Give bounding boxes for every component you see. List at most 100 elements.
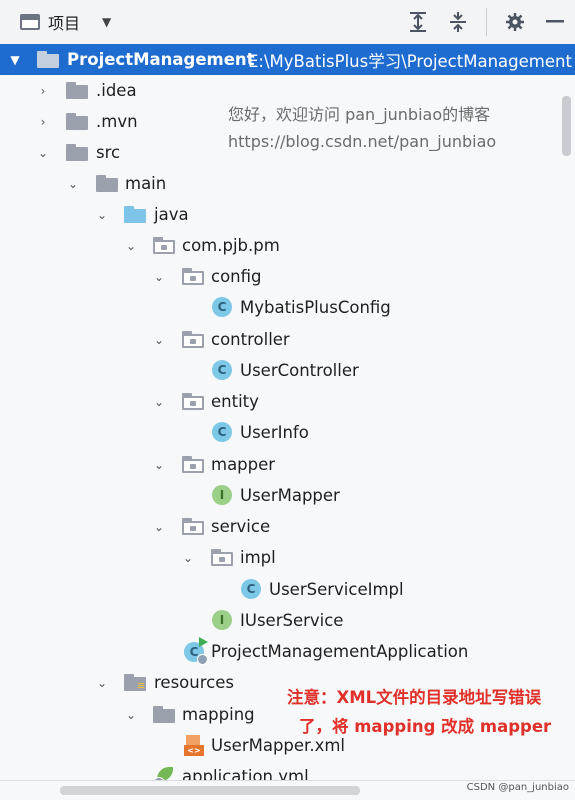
chevron-down-icon[interactable]: ⌄ [153, 332, 165, 347]
class-icon: C [212, 360, 232, 380]
gear-icon[interactable] [503, 8, 527, 36]
tree-node-service[interactable]: ⌄ service [0, 511, 575, 542]
module-folder-icon [37, 50, 59, 68]
toolbar-title: 项目 [48, 14, 81, 33]
expand-all-icon[interactable] [406, 8, 430, 36]
node-label: mapper [211, 455, 276, 474]
chevron-down-icon[interactable]: ⌄ [67, 176, 79, 191]
package-icon [182, 267, 204, 285]
node-label: MybatisPlusConfig [240, 298, 391, 317]
tree-node-resources[interactable]: ⌄ resources [0, 667, 575, 698]
node-label: controller [211, 330, 290, 349]
note-line-1: 注意：XML文件的目录地址写错误 [287, 688, 542, 707]
tree-node-user-info[interactable]: C UserInfo [0, 417, 575, 448]
node-label: UserController [240, 361, 359, 380]
spring-application-icon: C [184, 637, 208, 665]
tree-node-java[interactable]: ⌄ java [0, 199, 575, 230]
node-label: UserServiceImpl [269, 580, 404, 599]
package-icon [182, 330, 204, 348]
error-note: 注意：XML文件的目录地址写错误 了，将 mapping 改成 mapper [287, 683, 551, 741]
watermark-line-1: 您好，欢迎访问 pan_junbiao的博客 [228, 105, 491, 124]
chevron-down-icon[interactable]: ⌄ [125, 707, 137, 722]
node-label: config [211, 267, 262, 286]
tree-node-mvn[interactable]: › .mvn [0, 106, 575, 137]
scrollbar-thumb[interactable] [562, 96, 571, 156]
window-icon [20, 14, 40, 30]
node-label: IUserService [240, 611, 344, 630]
chevron-down-icon[interactable]: ⌄ [125, 238, 137, 253]
toolbar-divider [486, 8, 487, 36]
node-label: UserMapper.xml [211, 736, 345, 755]
minimize-icon[interactable] [543, 8, 567, 36]
tree-node-user-controller[interactable]: C UserController [0, 355, 575, 386]
tree-node-src[interactable]: ⌄ src [0, 137, 575, 168]
node-label: service [211, 517, 271, 536]
interface-icon: I [212, 610, 232, 630]
tree-node-main[interactable]: ⌄ main [0, 168, 575, 199]
collapse-all-icon[interactable] [446, 8, 470, 36]
package-icon [153, 236, 175, 254]
tree-node-mapping[interactable]: ⌄ mapping [0, 699, 575, 730]
project-toolbar: 项目 ▼ [0, 0, 575, 45]
node-label: resources [154, 673, 234, 692]
scrollbar-thumb[interactable] [60, 786, 360, 795]
node-label: src [96, 143, 121, 162]
chevron-right-icon[interactable]: › [40, 83, 46, 98]
chevron-down-icon[interactable]: ⌄ [153, 457, 165, 472]
package-icon [211, 548, 233, 566]
tree-node-user-service-impl[interactable]: C UserServiceImpl [0, 574, 575, 605]
tree-node-controller[interactable]: ⌄ controller [0, 324, 575, 355]
node-label: main [125, 174, 167, 193]
folder-icon [66, 112, 88, 130]
root-name: ProjectManagement [67, 50, 255, 69]
node-label: java [154, 205, 189, 224]
tree-node-entity[interactable]: ⌄ entity [0, 386, 575, 417]
vertical-scrollbar[interactable] [557, 96, 573, 156]
node-label: ProjectManagementApplication [211, 642, 469, 661]
tree-node-config[interactable]: ⌄ config [0, 261, 575, 292]
tree-node-impl[interactable]: ⌄ impl [0, 542, 575, 573]
package-icon [182, 455, 204, 473]
project-view-selector[interactable]: 项目 ▼ [20, 10, 111, 34]
node-label: entity [211, 392, 259, 411]
folder-icon [66, 81, 88, 99]
class-icon: C [241, 579, 261, 599]
tree-node-mapper[interactable]: ⌄ mapper [0, 449, 575, 480]
tree-node-idea[interactable]: › .idea [0, 75, 575, 106]
node-label: UserInfo [240, 423, 309, 442]
tree-node-mybatis-config[interactable]: C MybatisPlusConfig [0, 292, 575, 323]
source-folder-icon [124, 205, 146, 223]
node-label: impl [240, 548, 276, 567]
tree-node-application-class[interactable]: C ProjectManagementApplication [0, 636, 575, 667]
chevron-down-icon[interactable]: ⌄ [96, 675, 108, 690]
chevron-down-icon[interactable]: ⌄ [153, 394, 165, 409]
node-label: .idea [96, 81, 137, 100]
class-icon: C [212, 422, 232, 442]
tree-node-iuser-service[interactable]: I IUserService [0, 605, 575, 636]
dropdown-icon[interactable]: ▼ [102, 15, 112, 29]
folder-icon [153, 705, 175, 723]
tree-node-root[interactable]: ▼ ProjectManagement E:\MyBatisPlus学习\Pro… [0, 44, 575, 75]
node-label: mapping [182, 705, 255, 724]
node-label: UserMapper [240, 486, 340, 505]
tree-node-user-mapper-xml[interactable]: <> UserMapper.xml [0, 730, 575, 761]
chevron-down-icon[interactable]: ⌄ [182, 550, 194, 565]
folder-icon [96, 174, 118, 192]
chevron-down-icon[interactable]: ⌄ [153, 269, 165, 284]
folder-icon [66, 143, 88, 161]
chevron-down-icon[interactable]: ⌄ [37, 145, 49, 160]
chevron-down-icon[interactable]: ⌄ [96, 207, 108, 222]
root-path: E:\MyBatisPlus学习\ProjectManagement [248, 51, 572, 71]
watermark-line-2: https://blog.csdn.net/pan_junbiao [228, 132, 497, 151]
horizontal-scrollbar[interactable] [0, 780, 575, 800]
tree-node-user-mapper[interactable]: I UserMapper [0, 480, 575, 511]
chevron-down-icon[interactable]: ▼ [10, 52, 20, 67]
resources-folder-icon [124, 673, 146, 691]
package-icon [182, 517, 204, 535]
chevron-right-icon[interactable]: › [40, 114, 46, 129]
xml-file-icon: <> [184, 735, 204, 757]
node-label: .mvn [96, 112, 138, 131]
interface-icon: I [212, 485, 232, 505]
chevron-down-icon[interactable]: ⌄ [153, 519, 165, 534]
tree-node-package[interactable]: ⌄ com.pjb.pm [0, 230, 575, 261]
